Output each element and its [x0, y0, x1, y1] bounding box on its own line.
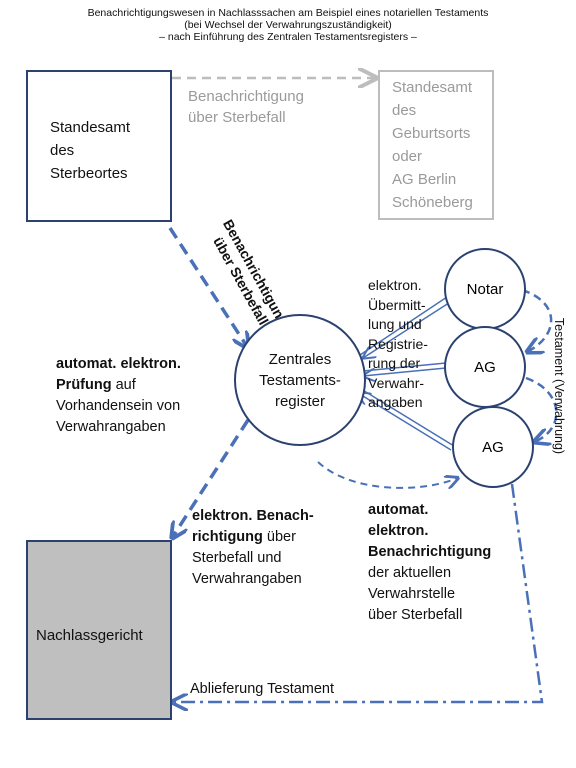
node-text: AG	[482, 438, 504, 456]
arrow-ag1-to-register	[363, 362, 447, 376]
label-line: angaben	[368, 394, 423, 410]
label-line: Verwahr-	[368, 374, 425, 391]
node-text: AG Berlin	[392, 171, 457, 188]
label-line: Sterbefall und	[192, 550, 282, 566]
node-nachlassgericht: Nachlassgericht	[26, 540, 172, 720]
node-text: Schöneberg	[392, 194, 473, 211]
node-text: Testaments-	[259, 371, 341, 389]
node-text: des	[392, 102, 417, 119]
arrow-death-notification	[168, 227, 248, 348]
label-line: Benachrichtigung	[188, 88, 304, 105]
node-text: Zentrales	[268, 350, 332, 368]
label-line: elektron.	[368, 277, 422, 293]
label-line: rung der	[368, 355, 421, 371]
node-text: des	[50, 142, 75, 159]
node-standesamt-sterbeort: Standesamt des Sterbeortes	[26, 70, 172, 222]
title-line-2: (bei Wechsel der Verwahrungszuständigkei…	[184, 19, 392, 31]
label-automatic-notification: automat. elektron. Benachrichtigung der …	[368, 500, 491, 626]
arrow-notar-to-ag1	[521, 288, 553, 352]
label-text: auf	[111, 377, 136, 393]
label-line: Verwahrstelle	[368, 586, 456, 602]
arrow-testament-delivery	[172, 483, 544, 702]
arrow-ag2-to-register	[358, 388, 455, 451]
label-line: automat.	[368, 502, 429, 518]
node-text: AG	[474, 358, 496, 376]
node-text: Notar	[466, 280, 504, 298]
label-testament-custody: Testament (Verwahrung)	[552, 317, 566, 455]
label-line: lung und	[368, 316, 422, 332]
label-gray-notification: Benachrichtigung über Sterbefall	[188, 86, 304, 128]
label-line: Verwahrangaben	[192, 571, 302, 587]
label-line: elektron. Benach-	[192, 508, 314, 524]
label-electronic-notification: elektron. Benach- richtigung über Sterbe…	[192, 506, 314, 590]
node-zentrales-testamentsregister: Zentrales Testaments- register	[234, 314, 366, 446]
label-bold: richtigung	[192, 529, 263, 545]
node-text: Standesamt	[392, 79, 473, 96]
node-text: register	[274, 392, 325, 410]
node-text: oder	[392, 148, 423, 165]
label-automatic-check: automat. elektron. Prüfung auf Vorhanden…	[56, 354, 181, 438]
title-line-3: – nach Einführung des Zentralen Testamen…	[159, 31, 417, 43]
node-text: Standesamt	[50, 119, 131, 136]
label-line: Verwahrangaben	[56, 419, 166, 435]
label-line: elektron.	[368, 523, 429, 539]
label-line: Vorhandensein von	[56, 398, 181, 414]
node-ag-2: AG	[452, 406, 534, 488]
arrow-register-to-ag2	[317, 461, 458, 488]
label-line: Registrie-	[368, 335, 428, 352]
label-line: automat. elektron.	[56, 356, 181, 372]
node-text: Nachlassgericht	[36, 627, 143, 644]
label-line: über Sterbefall	[368, 607, 463, 623]
node-standesamt-geburtsort: Standesamt des Geburtsorts oder AG Berli…	[378, 70, 494, 220]
label-text: über	[262, 529, 296, 545]
label-line: Benachrichtigung	[368, 544, 492, 560]
label-bold: Prüfung	[56, 377, 112, 393]
label-line: Übermitt-	[368, 296, 426, 313]
node-ag-1: AG	[444, 326, 526, 408]
label-line: der aktuellen	[368, 565, 452, 581]
node-notar: Notar	[444, 248, 526, 330]
label-delivery: Ablieferung Testament	[190, 681, 335, 697]
arrow-register-to-court	[172, 419, 250, 538]
node-text: Sterbeortes	[50, 165, 128, 182]
label-line: über Sterbefall	[188, 109, 286, 126]
label-electronic-transmission: elektron. Übermitt- lung und Registrie- …	[368, 276, 428, 413]
diagram-title: Benachrichtigungswesen in Nachlasssachen…	[0, 7, 576, 43]
arrow-ag1-to-ag2	[525, 376, 558, 442]
node-text: Geburtsorts	[392, 125, 471, 142]
title-line-1: Benachrichtigungswesen in Nachlasssachen…	[87, 7, 489, 19]
